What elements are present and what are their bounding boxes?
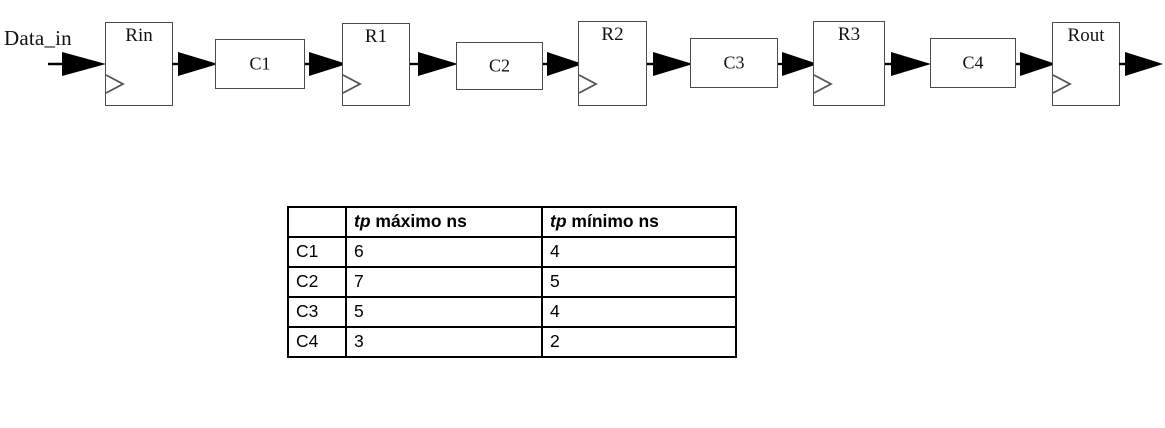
data-in-label: Data_in (4, 26, 72, 50)
propagation-delay-table: tp máximo ns tp mínimo ns C1 6 4 C2 7 5 … (287, 206, 737, 358)
register-label-r1: R1 (364, 26, 388, 47)
combinational-label-c1: C1 (249, 53, 271, 74)
combinational-label-c4: C4 (962, 52, 984, 73)
cell-c2-max: 7 (345, 266, 543, 298)
table-row: C1 6 4 (287, 236, 737, 268)
arrow-rin-to-c1 (172, 52, 218, 76)
register-block-r3: R3 (813, 21, 885, 106)
register-label-rin: Rin (125, 25, 153, 46)
arrow-rout-output (1119, 52, 1163, 76)
clock-notch-icon (813, 74, 833, 94)
arrow-r2-to-c3 (647, 52, 693, 76)
clock-notch-icon (1052, 74, 1072, 94)
clock-notch-icon (105, 74, 125, 94)
register-block-r2: R2 (578, 21, 647, 106)
combinational-label-c3: C3 (723, 52, 745, 73)
table-header-tp-max: tp máximo ns (345, 206, 543, 238)
register-block-rout: Rout (1052, 22, 1120, 106)
register-block-rin: Rin (105, 22, 173, 106)
combinational-label-c2: C2 (488, 55, 510, 76)
table-header-row: tp máximo ns tp mínimo ns (287, 206, 737, 238)
cell-c3-max: 5 (345, 296, 543, 328)
combinational-block-c2: C2 (456, 42, 543, 90)
tp-symbol: tp (354, 211, 371, 231)
register-label-r2: R2 (601, 24, 624, 45)
row-label-c2: C2 (287, 266, 347, 298)
register-block-r1: R1 (342, 23, 410, 106)
combinational-block-c4: C4 (930, 38, 1016, 88)
clock-notch-icon (342, 74, 362, 94)
register-label-rout: Rout (1067, 25, 1105, 46)
combinational-block-c1: C1 (215, 39, 305, 89)
pipeline-diagram: Data_in Rin C1 R1 (0, 0, 1165, 130)
arrow-input-to-rin (48, 52, 106, 76)
table-corner-header (287, 206, 347, 238)
cell-c1-min: 4 (541, 236, 737, 268)
cell-c4-min: 2 (541, 326, 737, 358)
arrow-r1-to-c2 (410, 52, 458, 76)
arrow-c1-to-r1 (305, 52, 347, 76)
arrow-r3-to-c4 (885, 52, 931, 76)
tp-max-unit: máximo ns (370, 211, 467, 231)
clock-notch-icon (578, 74, 598, 94)
tp-min-unit: mínimo ns (566, 211, 659, 231)
cell-c1-max: 6 (345, 236, 543, 268)
register-label-r3: R3 (837, 24, 861, 45)
table-row: C3 5 4 (287, 296, 737, 328)
row-label-c3: C3 (287, 296, 347, 328)
cell-c4-max: 3 (345, 326, 543, 358)
cell-c3-min: 4 (541, 296, 737, 328)
table-row: C4 3 2 (287, 326, 737, 358)
arrow-c3-to-r3 (778, 52, 818, 76)
table-row: C2 7 5 (287, 266, 737, 298)
arrow-c2-to-r2 (543, 52, 583, 76)
tp-symbol: tp (550, 211, 567, 231)
arrow-c4-to-rout (1016, 52, 1056, 76)
table-header-tp-min: tp mínimo ns (541, 206, 737, 238)
cell-c2-min: 5 (541, 266, 737, 298)
combinational-block-c3: C3 (690, 38, 778, 88)
row-label-c4: C4 (287, 326, 347, 358)
row-label-c1: C1 (287, 236, 347, 268)
